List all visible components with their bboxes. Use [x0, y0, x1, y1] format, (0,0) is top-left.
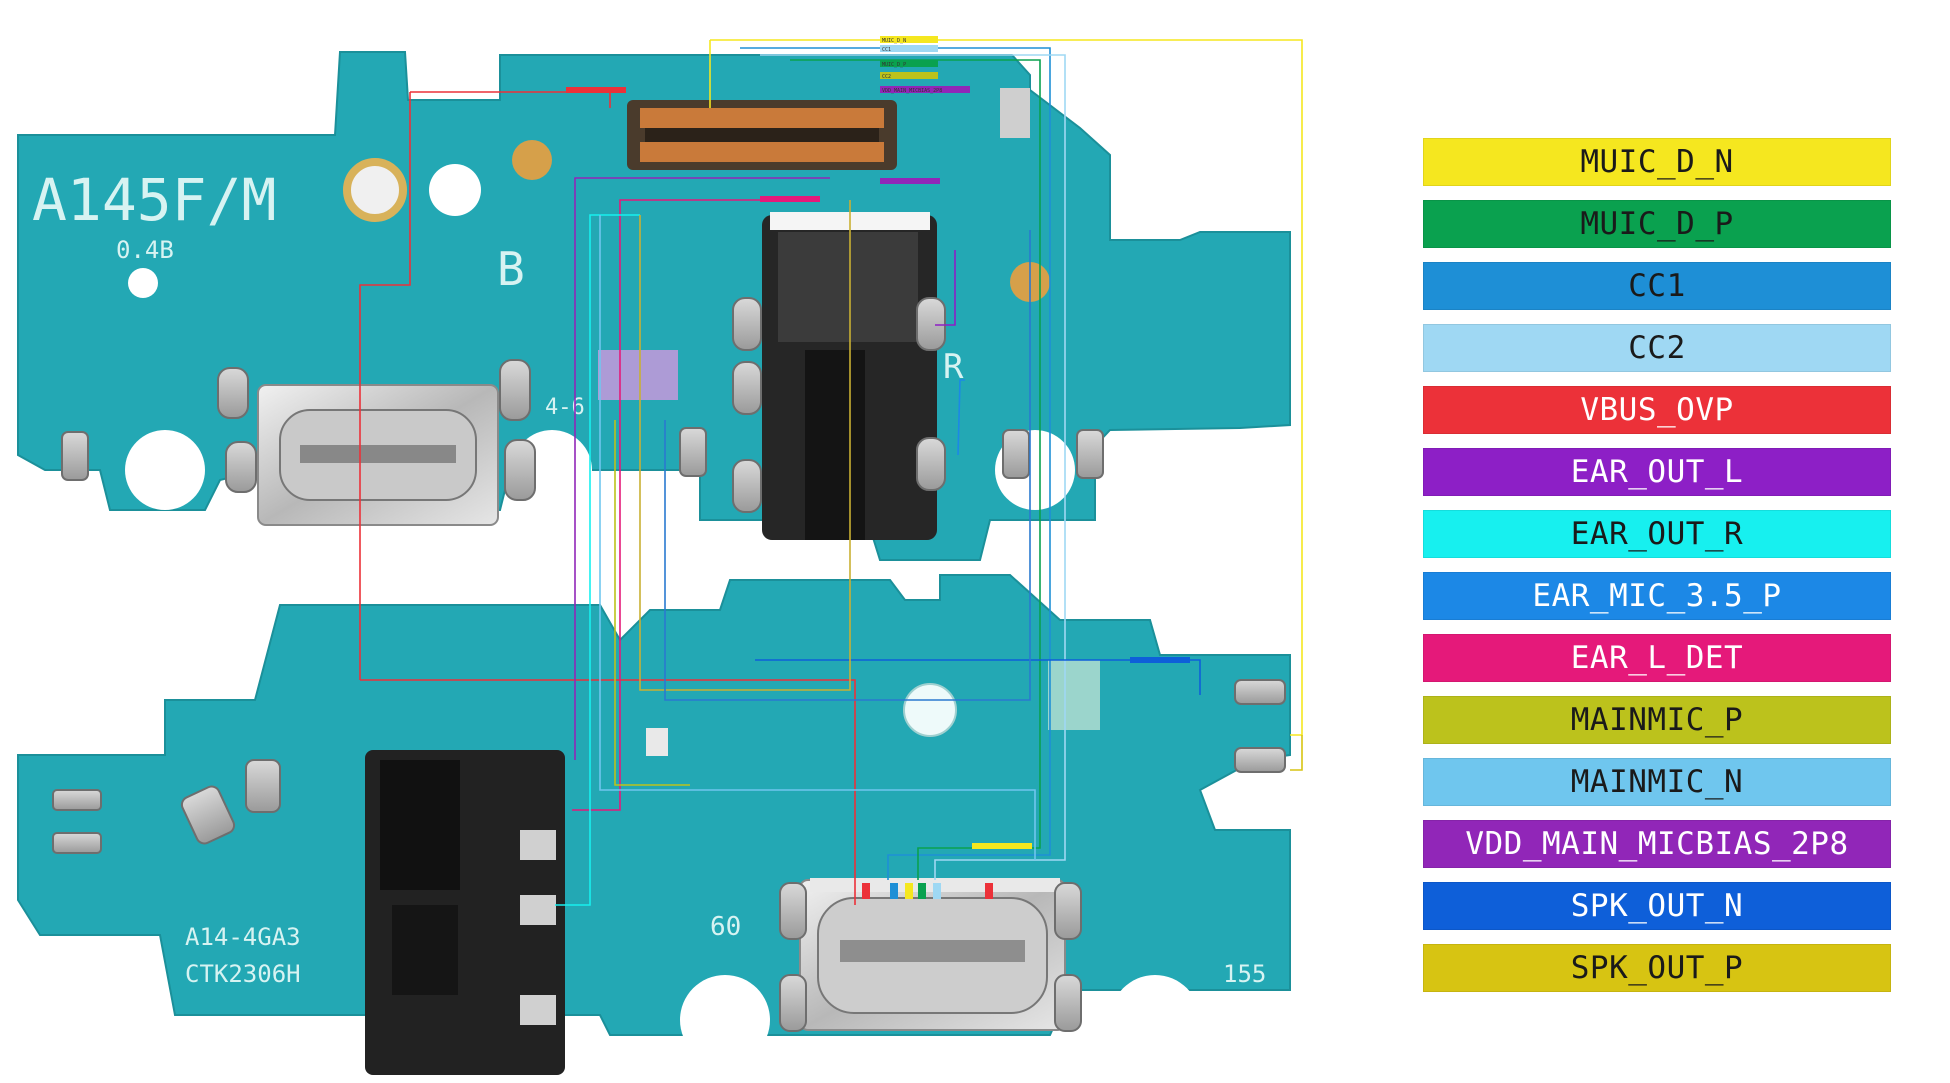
- bottom-notch-right: [1110, 975, 1200, 1065]
- fpc-net-tags: MUIC_D_N CC1 MUIC_D_P CC2 VDD_MAIN_MICBI…: [566, 36, 1190, 849]
- mounting-hole-gold: [343, 158, 407, 222]
- vbus-tag: [566, 87, 626, 93]
- trace-vbus-ovp-usb: [360, 679, 856, 905]
- side-r-label: R: [943, 347, 964, 387]
- legend-item-cc2: CC2: [1423, 324, 1891, 372]
- legend-item-ear-out-r: EAR_OUT_R: [1423, 510, 1891, 558]
- spk-tag: [1130, 657, 1190, 663]
- trace-mainmic-n: [599, 215, 1036, 860]
- trace-vbus-ovp-down: [359, 92, 411, 680]
- legend-item-cc1: CC1: [1423, 262, 1891, 310]
- mounting-hole-plain: [429, 164, 481, 216]
- fpc-tag-0: MUIC_D_N: [882, 38, 906, 44]
- trace-muic-d-p: [790, 59, 1041, 880]
- legend-item-spk-out-p: SPK_OUT_P: [1423, 944, 1891, 992]
- trace-gold-loop: [639, 200, 851, 691]
- bottom-model-label-1: A14-4GA3: [185, 923, 301, 951]
- bottom-board: A14-4GA3 CTK2306H 60 155: [17, 574, 1291, 1075]
- fpc-connector: [627, 100, 897, 170]
- bottom-mark-155: 155: [1223, 960, 1266, 988]
- top-board: A145F/M 0.4B B R 4-6: [17, 51, 1291, 561]
- legend-item-muic-d-p: MUIC_D_P: [1423, 200, 1891, 248]
- top-mark-label: 4-6: [545, 395, 585, 420]
- trace-mainmic-p: [614, 420, 690, 786]
- fpc-tag-3: CC2: [882, 74, 891, 80]
- bottom-model-label-2: CTK2306H: [185, 960, 301, 988]
- usb-c-port-bottom: [799, 878, 1066, 1031]
- bottom-notch-center: [680, 975, 770, 1065]
- top-notch-left: [125, 430, 205, 510]
- top-model-label: A145F/M: [32, 166, 276, 234]
- fpc-tag-2: MUIC_D_P: [882, 62, 906, 68]
- spring-contact: [1000, 88, 1030, 138]
- trace-spk-out-p: [1290, 735, 1303, 771]
- legend-item-spk-out-n: SPK_OUT_N: [1423, 882, 1891, 930]
- legend-item-ear-l-det: EAR_L_DET: [1423, 634, 1891, 682]
- trace-muic-d-n: [710, 39, 1303, 736]
- trace-cc2: [760, 54, 1066, 880]
- top-pads: [61, 297, 1104, 513]
- top-rev-label: 0.4B: [116, 236, 174, 264]
- det-tag: [760, 196, 820, 202]
- trace-ear-l-det: [572, 199, 782, 811]
- trace-blue-loop: [664, 230, 1031, 701]
- legend-item-vbus-ovp: VBUS_OVP: [1423, 386, 1891, 434]
- signal-traces: [359, 39, 1303, 906]
- side-b-label: B: [497, 242, 525, 296]
- antenna-pad-top: [512, 140, 552, 180]
- legend-item-vdd-main-micbias-2p8: VDD_MAIN_MICBIAS_2P8: [1423, 820, 1891, 868]
- bottom-chip: [646, 728, 668, 756]
- audio-jack-bottom: [365, 750, 565, 1075]
- bottom-flat-pad: [1048, 660, 1100, 730]
- small-hole: [128, 268, 158, 298]
- fpc-tag-4: VDD_MAIN_MICBIAS_2P8: [882, 88, 942, 94]
- trace-cc1: [740, 47, 1051, 880]
- trace-ear-mic: [957, 379, 965, 456]
- bottom-mark-60: 60: [710, 912, 741, 942]
- usb-tag: [972, 843, 1032, 849]
- legend-item-ear-out-l: EAR_OUT_L: [1423, 448, 1891, 496]
- trace-ear-out-r: [555, 214, 640, 906]
- legend-item-muic-d-n: MUIC_D_N: [1423, 138, 1891, 186]
- fpc-tag-1: CC1: [882, 47, 891, 53]
- bottom-pads: [52, 679, 1286, 1032]
- mic-tag: [880, 178, 940, 184]
- sensor-chip: [598, 350, 678, 400]
- trace-ear-out-l: [935, 250, 956, 326]
- top-notch-far-right: [1105, 442, 1181, 518]
- usb-c-pins: [862, 883, 993, 899]
- legend-item-mainmic-p: MAINMIC_P: [1423, 696, 1891, 744]
- trace-spk-out-n: [755, 659, 1201, 695]
- legend-item-mainmic-n: MAINMIC_N: [1423, 758, 1891, 806]
- trace-micbias: [574, 177, 830, 760]
- bottom-mount-hole: [903, 683, 957, 737]
- legend-item-ear-mic-3-5-p: EAR_MIC_3.5_P: [1423, 572, 1891, 620]
- usb-c-port-top: [257, 384, 499, 526]
